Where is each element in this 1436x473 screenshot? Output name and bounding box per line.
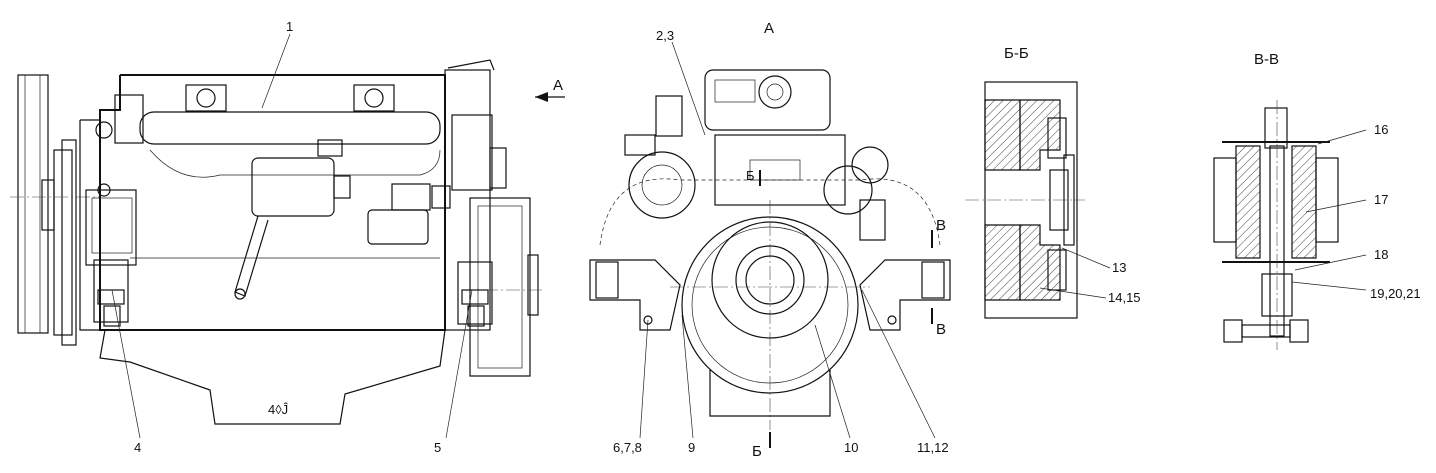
callout-10: 10 bbox=[844, 440, 858, 455]
cut-b-top-label: Б bbox=[746, 168, 755, 183]
view-a-title: A bbox=[764, 20, 774, 37]
callout-6-7-8: 6,7,8 bbox=[613, 440, 642, 455]
cut-v-bottom-label: В bbox=[936, 321, 946, 338]
callout-19-20-21: 19,20,21 bbox=[1370, 286, 1421, 301]
callout-13: 13 bbox=[1112, 260, 1126, 275]
cut-v-top-label: В bbox=[936, 217, 946, 234]
callout-11-12: 11,12 bbox=[917, 440, 949, 455]
side-view: 4◊Ĵ A 1 4 bbox=[10, 19, 565, 455]
section-b-b: Б-Б 13 14,15 bbox=[965, 45, 1141, 319]
section-bb-title: Б-Б bbox=[1004, 45, 1029, 62]
callout-9: 9 bbox=[688, 440, 695, 455]
cut-b-bottom-label: Б bbox=[752, 443, 762, 460]
section-vv-title: В-В bbox=[1254, 51, 1279, 68]
callout-14-15: 14,15 bbox=[1108, 290, 1141, 305]
sump-symbol: 4◊Ĵ bbox=[268, 402, 289, 417]
callout-4: 4 bbox=[134, 440, 141, 455]
section-v-v: В-В 16 17 18 19,20,21 bbox=[1213, 51, 1421, 350]
view-arrow-a: A bbox=[535, 77, 565, 102]
callout-2-3: 2,3 bbox=[656, 28, 674, 43]
callout-16: 16 bbox=[1374, 122, 1388, 137]
callout-18: 18 bbox=[1374, 247, 1388, 262]
engine-block: 4◊Ĵ bbox=[79, 59, 545, 425]
callout-1: 1 bbox=[286, 19, 293, 34]
callout-17: 17 bbox=[1374, 192, 1388, 207]
view-a-arrow-label: A bbox=[553, 77, 563, 94]
fan-assembly bbox=[10, 74, 100, 346]
front-view-a: A Б bbox=[589, 20, 951, 460]
callout-5: 5 bbox=[434, 440, 441, 455]
